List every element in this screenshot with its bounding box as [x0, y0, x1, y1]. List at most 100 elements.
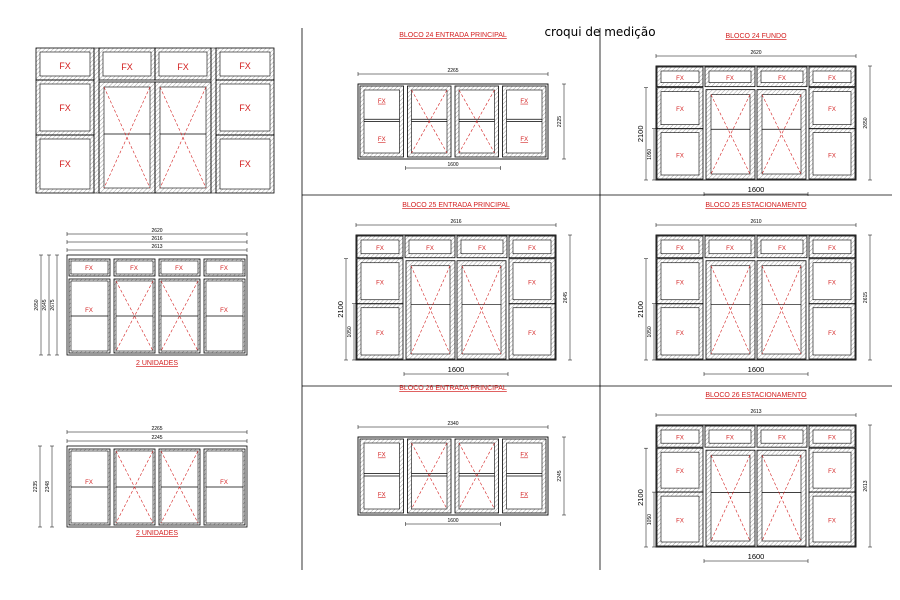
- fixed-pane: [154, 47, 212, 81]
- dimension-value: 2100: [636, 301, 645, 318]
- door-leaf: [705, 260, 756, 360]
- dimension-line: 2613: [655, 409, 857, 417]
- fixed-pane: [656, 66, 704, 88]
- panel-title: BLOCO 25 ENTRADA PRINCIPAL: [402, 202, 510, 209]
- fixed-pane-label: FX: [726, 76, 734, 82]
- panel-bloco-25-entrada: BLOCO 25 ENTRADA PRINCIPAL26162645FXFXFX…: [336, 202, 572, 376]
- fixed-pane: [203, 258, 246, 277]
- dimension-value: 2650: [34, 299, 40, 310]
- fixed-pane-label: FX: [828, 331, 836, 337]
- dimension-value: 2613: [151, 244, 162, 250]
- dimension-value: 2610: [750, 219, 761, 225]
- dimension-value: 2245: [151, 435, 162, 441]
- dimension-value: 2620: [750, 50, 761, 56]
- door-height-dimension: 2100: [636, 447, 648, 548]
- fixed-pane-label: FX: [220, 308, 228, 314]
- fixed-pane: [756, 425, 808, 448]
- door-swing-line: [411, 89, 448, 154]
- fixed-pane: [35, 134, 95, 194]
- door-width-dimension: 1600: [703, 185, 809, 196]
- dimension-value: 2265: [151, 426, 162, 432]
- sill-dimension: 1050: [647, 128, 656, 181]
- dimension-line: 2620: [66, 228, 248, 236]
- fixed-pane-label: FX: [376, 280, 384, 286]
- fixed-pane: [215, 79, 275, 136]
- door-swing-line: [115, 280, 154, 352]
- dimension-value: 1600: [748, 552, 765, 561]
- door-swing-line: [710, 455, 751, 542]
- dimension-line: 2225: [557, 83, 566, 160]
- dimension-value: 1600: [447, 162, 458, 168]
- sheet-grid-lines: [301, 28, 892, 570]
- dimension-line: 2235: [33, 445, 42, 528]
- fixed-pane: [656, 235, 704, 259]
- fixed-pane: [98, 47, 156, 81]
- dimension-value: 2100: [636, 489, 645, 506]
- dimension-value: 1050: [647, 514, 653, 525]
- dimension-value: 1050: [347, 326, 353, 337]
- fixed-pane-label: FX: [828, 107, 836, 113]
- fixed-pane: [215, 47, 275, 81]
- fixed-pane-label: FX: [121, 62, 133, 72]
- door-width-dimension: 1600: [703, 552, 809, 563]
- fixed-pane: [704, 235, 756, 259]
- fixed-pane-label: FX: [220, 480, 228, 486]
- fixed-pane-label: FX: [676, 519, 684, 525]
- fixed-pane: [808, 447, 856, 493]
- door-swing-line: [458, 89, 495, 154]
- panel-title: BLOCO 24 FUNDO: [725, 33, 787, 40]
- dimension-value: 2645: [563, 292, 569, 303]
- fixed-pane: [656, 303, 704, 360]
- fixed-pane-label: FX: [828, 76, 836, 82]
- door-leaf: [456, 260, 507, 360]
- dimension-line: 2616: [66, 236, 248, 244]
- dimension-value: 2650: [863, 117, 869, 128]
- dimension-line: 2613: [66, 244, 248, 252]
- door-width-dimension: 1600: [703, 365, 809, 376]
- fixed-pane: [808, 258, 856, 305]
- fixed-pane: [356, 235, 404, 259]
- dimension-value: 2645: [42, 299, 48, 310]
- fixed-pane-label: FX: [528, 280, 536, 286]
- fixed-pane-label: FX: [520, 99, 528, 105]
- fixed-pane-label: FX: [676, 107, 684, 113]
- fixed-pane-label: FX: [828, 153, 836, 159]
- door-swing-line: [710, 265, 751, 355]
- fixed-pane-label: FX: [828, 436, 836, 442]
- door-leaf: [756, 89, 807, 180]
- fixed-pane: [704, 425, 756, 448]
- dimension-value: 2348: [45, 481, 51, 492]
- door-swing-line: [461, 265, 502, 355]
- dimension-line: 2615: [863, 234, 872, 361]
- fixed-pane-label: FX: [426, 246, 434, 252]
- fixed-pane-label: FX: [520, 137, 528, 143]
- door-height-dimension: 2100: [336, 258, 348, 361]
- fixed-pane: [113, 258, 156, 277]
- dimension-value: 2235: [33, 481, 39, 492]
- dimension-value: 1050: [647, 149, 653, 160]
- fixed-pane: [704, 66, 756, 88]
- door-swing-line: [115, 450, 154, 524]
- page-title: croqui de medição: [544, 25, 655, 39]
- door-swing-line: [458, 442, 495, 510]
- dimension-line: 2245: [557, 436, 566, 516]
- fixed-pane-label: FX: [378, 99, 386, 105]
- dimension-line: 2650: [863, 65, 872, 181]
- dimension-line: 2265: [357, 68, 549, 76]
- fixed-pane: [356, 258, 404, 305]
- units-label: 2 UNIDADES: [136, 530, 178, 537]
- fixed-pane-label: FX: [828, 280, 836, 286]
- dimension-value: 2675: [50, 299, 56, 310]
- fixed-pane: [656, 491, 704, 547]
- fixed-pane-label: FX: [177, 62, 189, 72]
- door-swing-line: [160, 280, 199, 352]
- panel-title: BLOCO 25 ESTACIONAMENTO: [705, 202, 807, 209]
- dimension-line: 2675: [50, 254, 59, 356]
- fixed-pane: [656, 258, 704, 305]
- dimension-value: 2100: [336, 301, 345, 318]
- panel-bloco-26-estacionamento: BLOCO 26 ESTACIONAMENTO26132613FXFXFXFXF…: [636, 392, 872, 563]
- panel-title: BLOCO 24 ENTRADA PRINCIPAL: [399, 32, 507, 39]
